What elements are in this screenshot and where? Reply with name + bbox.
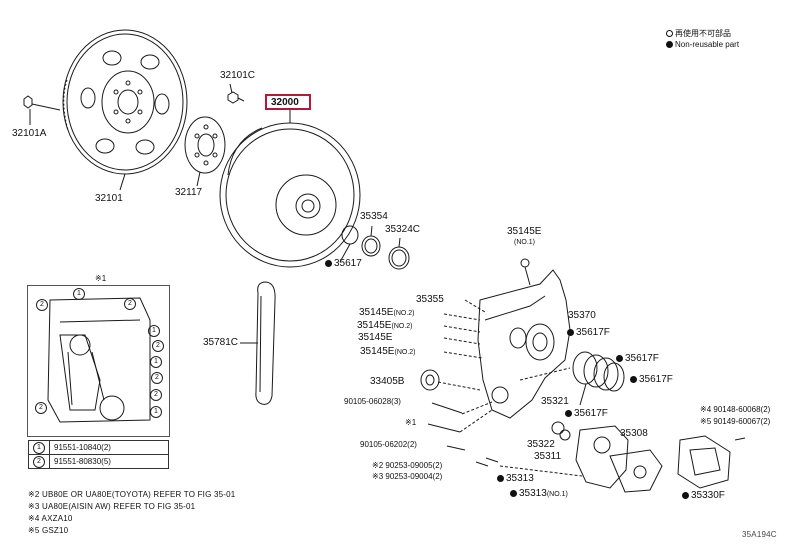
part-label-35322[interactable]: 35322 bbox=[527, 439, 555, 450]
footnote-2: ※2 UB80E OR UA80E(TOYOTA) REFER TO FIG 3… bbox=[28, 490, 236, 499]
belt-35781C-drawing bbox=[240, 281, 276, 405]
oil-seal-35617-drawing bbox=[341, 225, 359, 245]
part-label-35330F[interactable]: 35330F bbox=[682, 490, 725, 501]
non-reusable-icon bbox=[325, 260, 332, 267]
torque-converter-drawing bbox=[219, 110, 361, 268]
part-label-90105-06202[interactable]: 90105-06202(2) bbox=[360, 440, 417, 449]
inset-callout-2: 2 bbox=[150, 389, 162, 401]
plate-32117-drawing bbox=[184, 116, 226, 187]
non-reusable-icon bbox=[567, 329, 574, 336]
inset-callout-1: 1 bbox=[150, 356, 162, 368]
part-label-35145E-no1[interactable]: 35145E bbox=[507, 226, 542, 237]
part-label-35617[interactable]: 35617 bbox=[325, 258, 362, 269]
part-label-35145E-3[interactable]: 35145E bbox=[358, 332, 393, 343]
inset-callout-1: 1 bbox=[73, 288, 85, 300]
part-label-35617F-d[interactable]: 35617F bbox=[565, 408, 608, 419]
inset-callout-2: 2 bbox=[35, 402, 47, 414]
inset-callout-2: 2 bbox=[36, 299, 48, 311]
part-label-32000[interactable]: 32000 bbox=[271, 97, 299, 108]
oil-pump-body-drawing bbox=[477, 258, 571, 419]
part-label-35145E-1[interactable]: 35145E(NO.2) bbox=[359, 307, 415, 318]
part-label-32101A[interactable]: 32101A bbox=[12, 128, 47, 139]
part-label-90149-60067[interactable]: ※5 90149-60067(2) bbox=[700, 417, 771, 426]
table-cell-num: 1 bbox=[28, 440, 50, 455]
selected-part-highlight[interactable] bbox=[265, 94, 311, 110]
table-row: 1 91551-10840(2) bbox=[28, 440, 169, 455]
part-label-35617F-c[interactable]: 35617F bbox=[630, 374, 673, 385]
part-label-90253-09004[interactable]: ※3 90253-09004(2) bbox=[372, 472, 443, 481]
part-label-35370[interactable]: 35370 bbox=[568, 310, 596, 321]
part-label-33405B[interactable]: 33405B bbox=[370, 376, 405, 387]
part-label-35313-no1[interactable]: 35313(NO.1) bbox=[510, 488, 568, 499]
figure-id: 35A194C bbox=[742, 530, 777, 539]
part-label-32117[interactable]: 32117 bbox=[175, 187, 203, 198]
drive-plate-drawing bbox=[62, 29, 188, 191]
legend-item-non-reusable: Non-reusable part bbox=[666, 39, 739, 50]
footnote-3: ※3 UA80E(AISIN AW) REFER TO FIG 35-01 bbox=[28, 502, 196, 511]
non-reusable-icon bbox=[565, 410, 572, 417]
inset-callout-2: 2 bbox=[152, 340, 164, 352]
part-label-35311[interactable]: 35311 bbox=[534, 451, 562, 462]
inset-callout-1: 1 bbox=[148, 325, 160, 337]
non-reusable-icon bbox=[616, 355, 623, 362]
part-label-35308[interactable]: 35308 bbox=[620, 428, 648, 439]
footnote-4: ※4 AXZA10 bbox=[28, 514, 73, 523]
non-reusable-icon bbox=[682, 492, 689, 499]
part-label-35354[interactable]: 35354 bbox=[360, 211, 388, 222]
inset-marker-label: ※1 bbox=[405, 418, 417, 427]
part-label-90105-06028[interactable]: 90105-06028(3) bbox=[344, 397, 401, 406]
part-label-35145E-2[interactable]: 35145E(NO.2) bbox=[357, 320, 413, 331]
table-cell-part: 91551-80830(5) bbox=[49, 454, 169, 469]
part-label-35617F-a[interactable]: 35617F bbox=[567, 327, 610, 338]
inset-callout-2: 2 bbox=[124, 298, 136, 310]
part-label-32101[interactable]: 32101 bbox=[95, 193, 123, 204]
inset-callout-2: 2 bbox=[151, 372, 163, 384]
part-label-35355[interactable]: 35355 bbox=[416, 294, 444, 305]
part-label-90148-60068[interactable]: ※4 90148-60068(2) bbox=[700, 405, 771, 414]
part-label-35313[interactable]: 35313 bbox=[497, 473, 534, 484]
table-cell-part: 91551-10840(2) bbox=[49, 440, 169, 455]
pump-assembly-35308-drawing bbox=[575, 425, 663, 493]
part-note-no1: (NO.1) bbox=[514, 239, 535, 246]
inset-callout-1: 1 bbox=[150, 406, 162, 418]
part-label-35145E-4[interactable]: 35145E(NO.2) bbox=[360, 346, 416, 357]
bolt-32101A-drawing bbox=[23, 95, 61, 125]
o-ring-set-drawing bbox=[572, 351, 625, 406]
non-reusable-icon bbox=[510, 490, 517, 497]
inset-engine-drawing bbox=[47, 297, 151, 423]
inset-detail-box bbox=[27, 285, 170, 437]
part-label-32101C[interactable]: 32101C bbox=[220, 70, 256, 81]
part-label-35781C[interactable]: 35781C bbox=[203, 337, 239, 348]
part-label-35321[interactable]: 35321 bbox=[541, 396, 569, 407]
part-label-35324C[interactable]: 35324C bbox=[385, 224, 421, 235]
bolt-32101C-drawing bbox=[227, 83, 245, 104]
part-label-90253-09005[interactable]: ※2 90253-09005(2) bbox=[372, 461, 443, 470]
cover-35330F-drawing bbox=[677, 435, 746, 489]
hollow-circle-icon bbox=[666, 30, 673, 37]
table-cell-num: 2 bbox=[28, 454, 50, 469]
non-reusable-icon bbox=[630, 376, 637, 383]
bolt-reference-table: 1 91551-10840(2) 2 91551-80830(5) bbox=[28, 440, 169, 469]
legend-item-reusable: 再使用不可部品 bbox=[666, 28, 739, 39]
part-label-35617F-b[interactable]: 35617F bbox=[616, 353, 659, 364]
legend: 再使用不可部品 Non-reusable part bbox=[666, 28, 739, 50]
non-reusable-icon bbox=[497, 475, 504, 482]
table-row: 2 91551-80830(5) bbox=[28, 454, 169, 469]
filled-circle-icon bbox=[666, 41, 673, 48]
footnote-5: ※5 GSZ10 bbox=[28, 526, 69, 535]
inset-title-marker: ※1 bbox=[95, 274, 107, 283]
